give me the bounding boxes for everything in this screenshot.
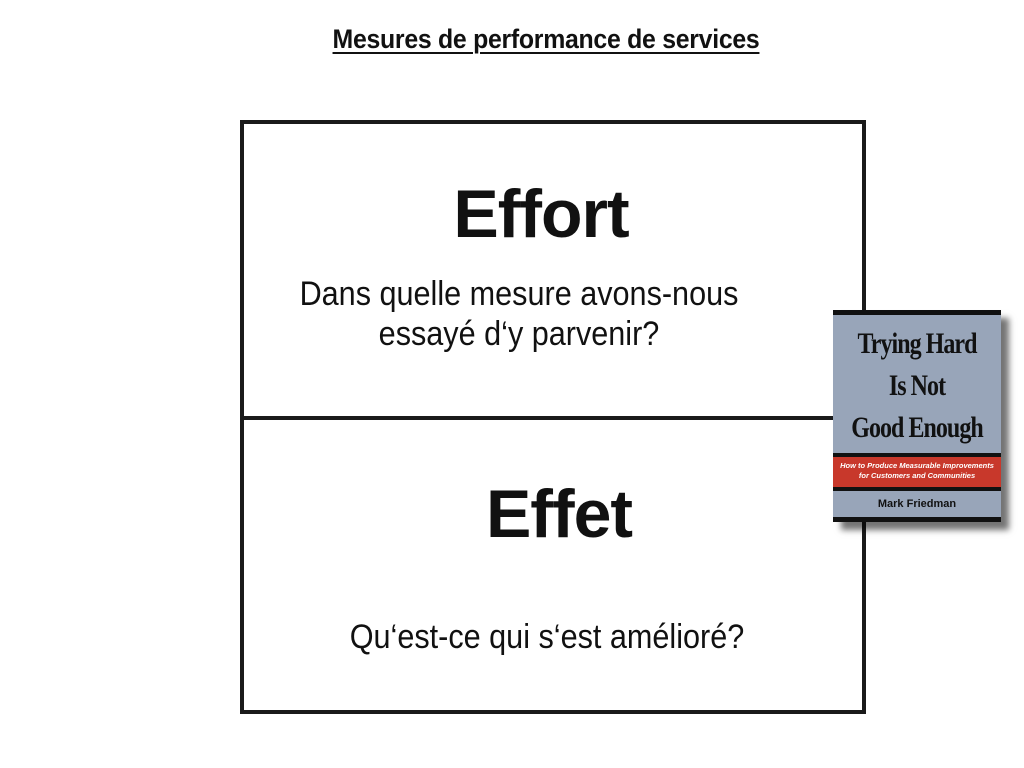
effect-heading: Effet xyxy=(485,476,633,552)
book-subtitle-line-1: How to Produce Measurable Improvements xyxy=(840,461,994,470)
effect-question: Qu‘est-ce qui s‘est amélioré? xyxy=(349,618,745,656)
book-subtitle-band: How to Produce Measurable Improvements f… xyxy=(833,457,1001,487)
slide-title: Mesures de performance de services xyxy=(332,24,760,54)
effort-question: Dans quelle mesure avons-nous essayé d‘y… xyxy=(241,274,797,354)
book-title-line-1: Trying Hard xyxy=(857,327,977,360)
book-band-divider-bottom xyxy=(833,487,1001,491)
book-subtitle-line-2: for Customers and Communities xyxy=(858,471,976,480)
effort-question-line-1: Dans quelle mesure avons-nous xyxy=(299,275,739,313)
book-author: Mark Friedman xyxy=(877,498,957,510)
book-title-line-2: Is Not xyxy=(888,369,946,402)
effort-question-line-2: essayé d‘y parvenir? xyxy=(378,315,660,353)
book-band-divider-top xyxy=(833,453,1001,457)
effort-heading: Effort xyxy=(453,176,629,252)
performance-matrix: Effort Dans quelle mesure avons-nous ess… xyxy=(240,120,866,714)
book-cover-image: Trying Hard Is Not Good Enough How to Pr… xyxy=(833,310,1001,522)
section-divider xyxy=(244,416,862,420)
book-title: Trying Hard Is Not Good Enough xyxy=(850,323,984,449)
book-title-line-3: Good Enough xyxy=(851,411,983,444)
book-subtitle: How to Produce Measurable Improvements f… xyxy=(833,461,1001,481)
